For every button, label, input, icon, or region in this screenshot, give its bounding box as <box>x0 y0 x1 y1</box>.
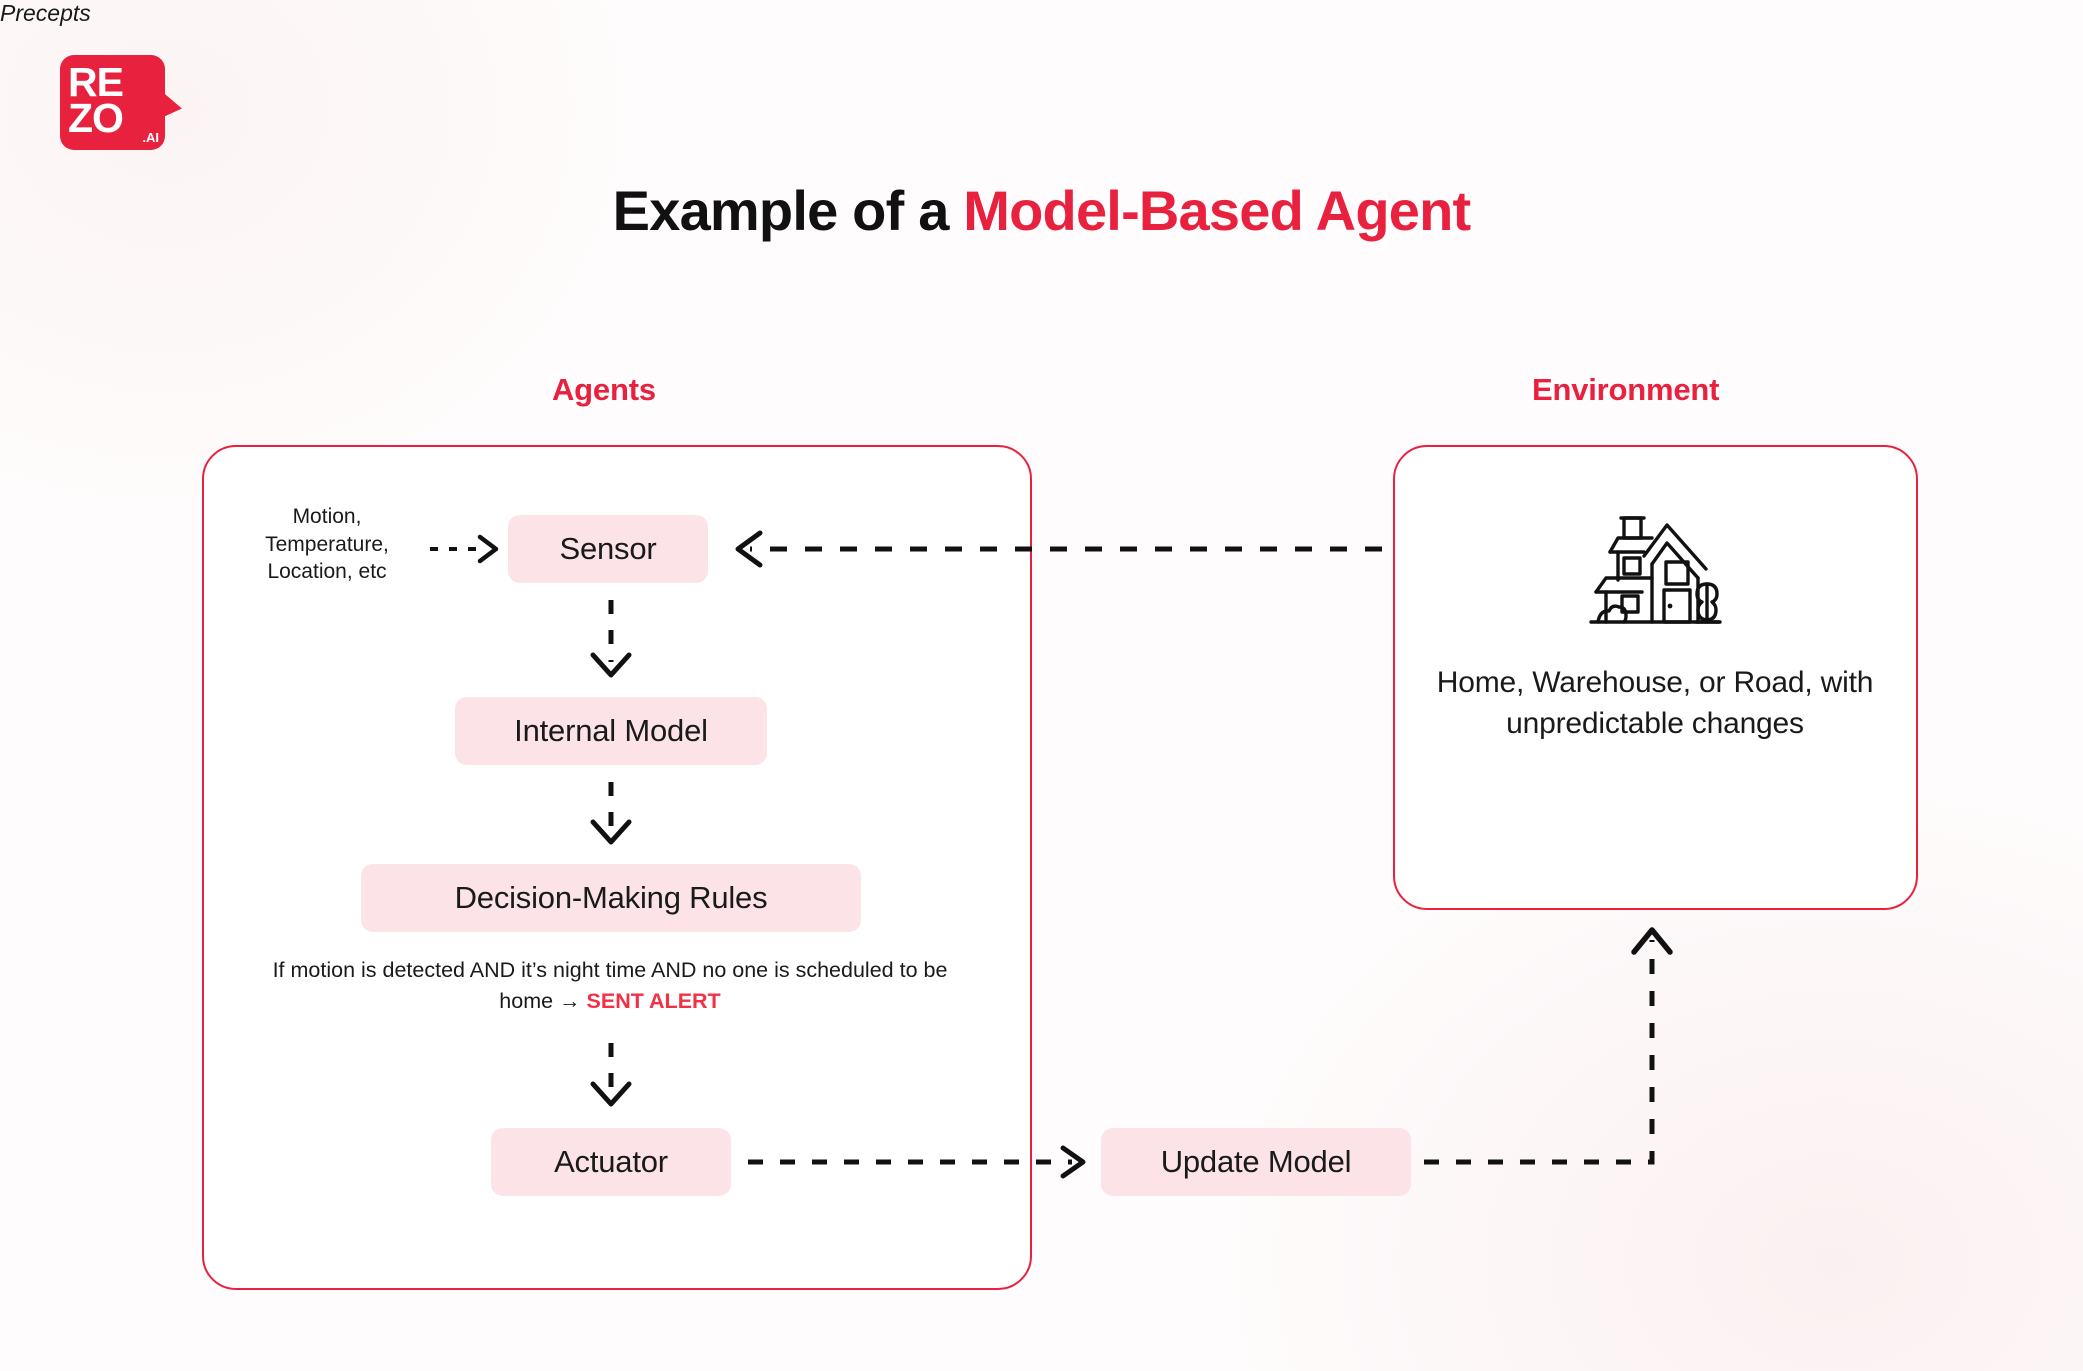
decision-rule-condition: If motion is detected AND it’s night tim… <box>272 958 948 1013</box>
environment-panel <box>1393 445 1918 910</box>
page-title-accent: Model-Based Agent <box>963 179 1471 242</box>
arrow-update-model-to-environment <box>1424 927 1673 1165</box>
page-title: Example of a Model-Based Agent <box>0 178 2083 243</box>
decision-rule-text: If motion is detected AND it’s night tim… <box>270 955 950 1016</box>
sensor-inputs-label: Motion, Temperature, Location, etc <box>265 505 389 584</box>
page-title-plain: Example of a <box>612 179 964 242</box>
agents-section-heading: Agents <box>552 372 656 407</box>
node-decision-making-rules[interactable]: Decision-Making Rules <box>361 864 861 932</box>
node-actuator[interactable]: Actuator <box>491 1128 731 1196</box>
rezo-ai-logo[interactable]: RE ZO .AI <box>60 55 184 150</box>
environment-section-heading: Environment <box>1532 372 1720 407</box>
logo-line-2: ZO <box>68 95 124 142</box>
decision-rule-alert: SENT ALERT <box>586 988 721 1013</box>
precepts-label: Precepts <box>0 0 91 26</box>
node-update-model[interactable]: Update Model <box>1101 1128 1411 1196</box>
node-internal-model[interactable]: Internal Model <box>455 697 767 765</box>
logo-ai-suffix: .AI <box>142 130 159 145</box>
node-sensor[interactable]: Sensor <box>508 515 708 583</box>
logo-line-1: RE <box>68 59 124 105</box>
logo-wordmark: RE ZO <box>60 55 165 150</box>
house-icon <box>1589 516 1722 624</box>
environment-description: Home, Warehouse, or Road, with unpredict… <box>1436 666 1874 741</box>
logo-badge-shape <box>60 55 165 150</box>
